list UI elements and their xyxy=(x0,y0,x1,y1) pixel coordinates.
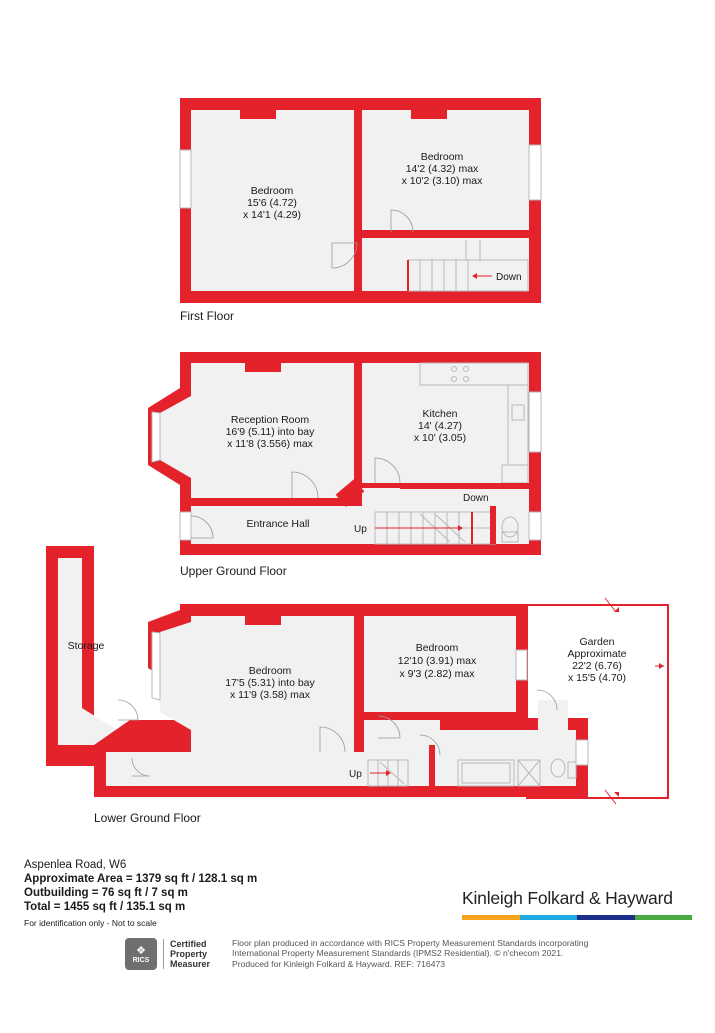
brand-bar-navy xyxy=(577,915,635,920)
lower-bedroom-large-name: Bedroom xyxy=(249,665,292,677)
entrance-hall-name: Entrance Hall xyxy=(246,518,309,530)
lower-bedroom-large-floor xyxy=(160,616,354,752)
rics-line-3: Measurer xyxy=(170,959,211,969)
reception-room-floor xyxy=(160,363,354,498)
rics-badge-icon: ❖ RICS xyxy=(125,938,157,970)
total-area: Total = 1455 sq ft / 135.1 sq m xyxy=(24,901,186,913)
rics-line-1: Certified xyxy=(170,939,207,949)
lower-bedroom-small-floor xyxy=(364,616,516,712)
first-floor-bedroom-right-name: Bedroom xyxy=(421,151,464,163)
lower-ground-up-label: Up xyxy=(349,769,362,780)
garden-dims-1: 22'2 (6.76) xyxy=(572,660,622,672)
first-floor-bedroom-right-dims-1: 14'2 (4.32) max xyxy=(406,163,479,175)
first-floor-down-label: Down xyxy=(496,272,522,283)
brand-name: Kinleigh Folkard & Hayward xyxy=(462,888,673,908)
first-floor-landing xyxy=(362,238,529,291)
first-floor-bedroom-right-dims-2: x 10'2 (3.10) max xyxy=(402,175,484,187)
lower-bedroom-small-dims-1: 12'10 (3.91) max xyxy=(398,655,477,667)
first-floor-bedroom-right xyxy=(362,110,529,230)
rics-text: Certified Property Measurer xyxy=(163,939,210,969)
kitchen-dims-2: x 10' (3.05) xyxy=(414,432,466,444)
disclaimer-line-3: Produced for Kinleigh Folkard & Hayward.… xyxy=(232,958,446,969)
scale-note: For identification only - Not to scale xyxy=(24,918,157,928)
disclaimer-line-1: Floor plan produced in accordance with R… xyxy=(232,938,589,948)
garden-approx-label: Approximate xyxy=(568,648,627,660)
first-floor-title: First Floor xyxy=(180,309,234,323)
lower-bedroom-small-name: Bedroom xyxy=(416,642,459,654)
rics-badge-text: RICS xyxy=(132,957,150,964)
disclaimer: Floor plan produced in accordance with R… xyxy=(232,938,592,969)
upper-ground-floor-title: Upper Ground Floor xyxy=(180,564,287,578)
lower-bedroom-small-dims-2: x 9'3 (2.82) max xyxy=(400,668,476,680)
first-floor-bedroom-left-dims-2: x 14'1 (4.29) xyxy=(243,209,301,221)
brand-bar-orange xyxy=(462,915,520,920)
outbuilding-area: Outbuilding = 76 sq ft / 7 sq m xyxy=(24,887,188,899)
address: Aspenlea Road, W6 xyxy=(24,859,127,871)
kitchen-dims-1: 14' (4.27) xyxy=(418,420,462,432)
reception-room-name: Reception Room xyxy=(231,414,309,426)
reception-room-dims-2: x 11'8 (3.556) max xyxy=(227,438,314,450)
upper-ground-floor-plan: Up Down Reception Room 16'9 (5.11) into … xyxy=(148,352,542,578)
reception-room-dims-1: 16'9 (5.11) into bay xyxy=(226,426,316,438)
first-floor-plan: Down Bedroom 15'6 (4.72) x 14'1 (4.29) B… xyxy=(179,98,542,323)
lower-bedroom-large-dims-1: 17'5 (5.31) into bay xyxy=(225,677,315,689)
lower-bedroom-large-dims-2: x 11'9 (3.58) max xyxy=(230,689,311,701)
property-info: Aspenlea Road, W6 Approximate Area = 137… xyxy=(24,858,257,930)
rics-line-2: Property xyxy=(170,949,208,959)
first-floor-bedroom-left-dims-1: 15'6 (4.72) xyxy=(247,197,297,209)
storage-name: Storage xyxy=(68,640,105,652)
upper-ground-down-label: Down xyxy=(463,493,489,504)
brand-logo: Kinleigh Folkard & Hayward xyxy=(462,888,692,920)
lower-ground-floor-title: Lower Ground Floor xyxy=(94,811,201,825)
brand-bar-green xyxy=(634,915,692,920)
approximate-area: Approximate Area = 1379 sq ft / 128.1 sq… xyxy=(24,873,258,885)
upper-ground-up-label: Up xyxy=(354,524,367,535)
first-floor-bedroom-left-name: Bedroom xyxy=(251,185,294,197)
rics-certification: ❖ RICS Certified Property Measurer xyxy=(125,938,225,970)
garden-name: Garden xyxy=(579,636,614,648)
brand-color-bars xyxy=(462,915,692,920)
storage-floor xyxy=(58,558,125,745)
first-floor-bedroom-left xyxy=(191,110,354,291)
garden-dims-2: x 15'5 (4.70) xyxy=(568,672,626,684)
kitchen-name: Kitchen xyxy=(422,408,457,420)
brand-bar-cyan xyxy=(519,915,577,920)
lower-ground-floor-plan: Up Storage Bedroom 17'5 (5.31) into bay … xyxy=(46,546,669,825)
disclaimer-line-2: International Property Measurement Stand… xyxy=(232,948,564,959)
